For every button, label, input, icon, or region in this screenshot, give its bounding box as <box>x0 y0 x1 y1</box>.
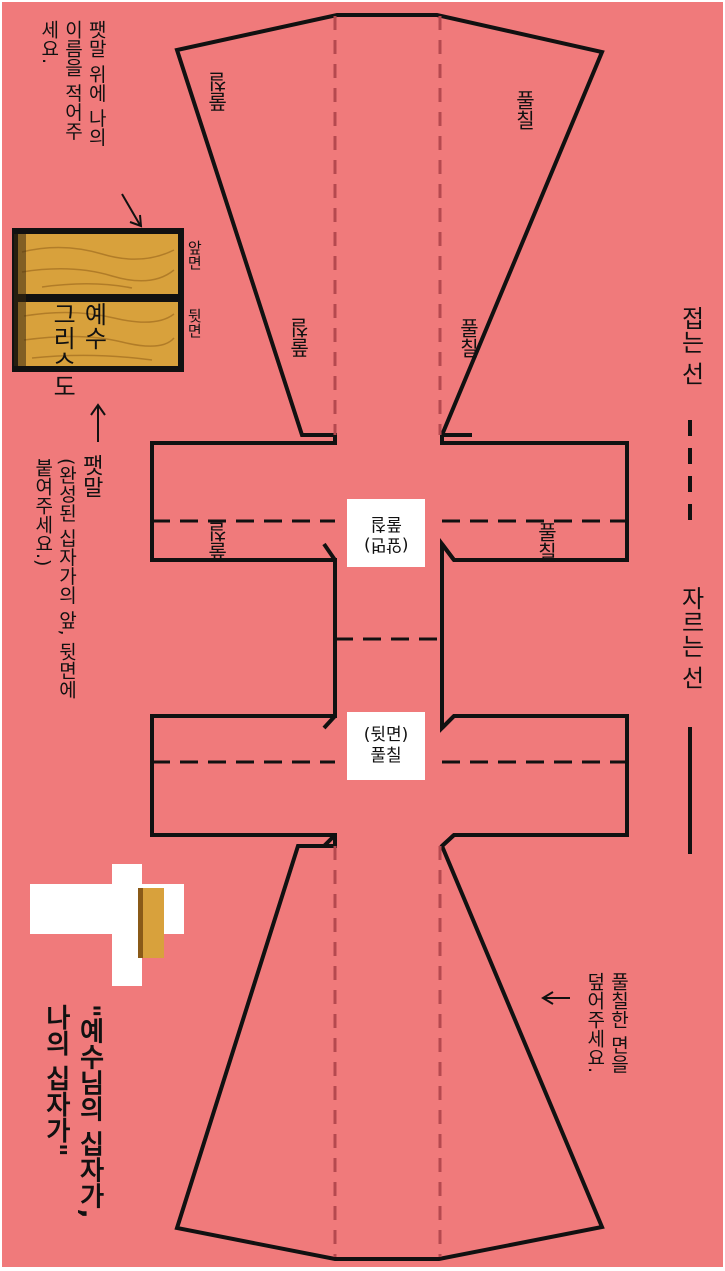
glue-label-top-right-lower: 풀칠 <box>456 318 480 358</box>
wooden-placard <box>12 228 184 372</box>
fold-line-legend-label: 접는 선 <box>676 306 705 386</box>
glue-side-note: 풀칠한 면을 덮어주세요. <box>582 972 630 1073</box>
placard-instruction-bottom: (완성된 십자가의 앞, 뒷면에 붙여주세요.) <box>30 458 78 699</box>
back-glue-box: (뒷면) 풀칠 <box>347 712 425 780</box>
fold-lines-horizontal <box>152 519 627 764</box>
glue-side-note-line-2: 덮어주세요. <box>583 972 606 1074</box>
placard-instruction-top: 팻말 위에 나의 이름을 적어주 세요. <box>36 20 108 147</box>
placard-name-line-1: 예수 <box>79 302 108 350</box>
glue-label-top-left-lower: 풀칠 <box>289 318 313 358</box>
front-glue-box-glue-label: 풀칠 <box>370 513 402 533</box>
instruction-bottom-line-1: (완성된 십자가의 앞, 뒷면에 <box>55 458 78 699</box>
cut-line-legend-label: 자르는 선 <box>676 586 705 690</box>
arrow-to-glue-side-icon <box>541 991 570 1005</box>
glue-label-left-arm: 풀칠 <box>207 522 231 562</box>
instruction-top-line-3: 세요. <box>37 20 60 65</box>
glue-label-top-right-flap: 풀칠 <box>512 90 536 130</box>
caption-line-1: "예수님의 십자가, <box>74 1004 105 1219</box>
arrow-to-placard-icon <box>90 403 106 442</box>
placard-front-label: 앞면 <box>185 240 204 270</box>
glue-label-top-left-flap: 풀칠 <box>207 72 231 112</box>
cross-caption: "예수님의 십자가, 나의 십자가" <box>38 1004 106 1218</box>
front-glue-box-side-label: (앞면) <box>363 534 409 555</box>
placard-name-line-2: 그리스도 <box>48 302 77 398</box>
back-glue-box-side-label: (뒷면) <box>363 724 409 745</box>
placard-name-text: 예수 그리스도 <box>46 302 108 398</box>
inner-cut-slits <box>302 433 472 848</box>
placard-title: 팻말 <box>78 454 104 498</box>
arrow-from-top-note-icon <box>121 193 143 228</box>
caption-line-2: 나의 십자가" <box>40 1004 71 1157</box>
back-glue-box-glue-label: 풀칠 <box>370 746 402 766</box>
cross-cutout-outline <box>150 13 629 1261</box>
instruction-top-line-1: 팻말 위에 나의 <box>85 20 108 147</box>
placard-back-label: 뒷면 <box>185 308 204 338</box>
fold-lines-vertical <box>333 16 442 1257</box>
instruction-top-line-2: 이름을 적어주 <box>61 20 84 141</box>
instruction-bottom-line-2: 붙여주세요.) <box>31 458 54 567</box>
glue-label-right-arm: 풀칠 <box>534 522 558 562</box>
glue-side-note-line-1: 풀칠한 면을 <box>607 972 630 1074</box>
finished-cross-illustration <box>30 864 184 986</box>
front-glue-box: (앞면) 풀칠 <box>347 499 425 567</box>
